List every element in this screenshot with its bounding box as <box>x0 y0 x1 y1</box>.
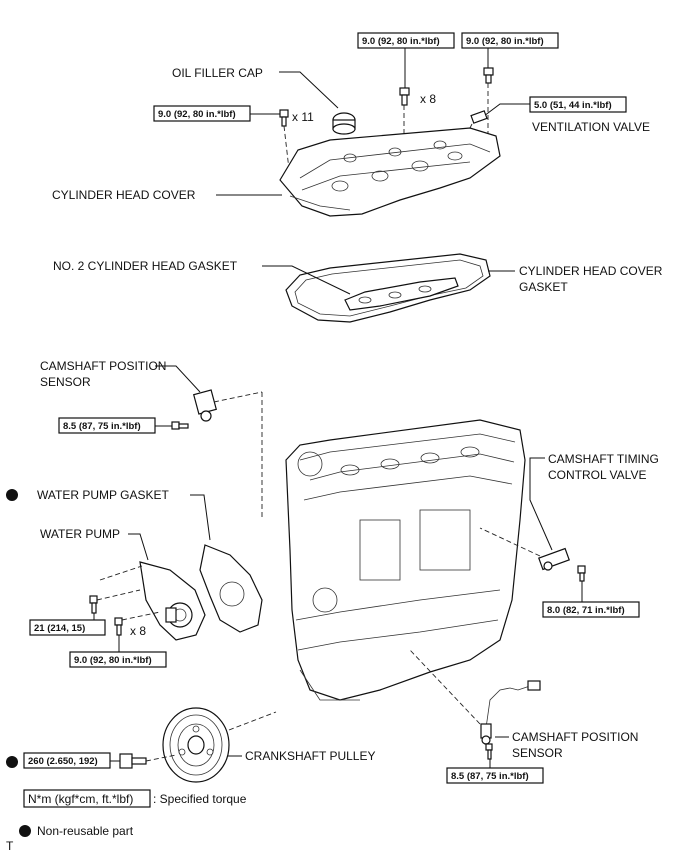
label-cylinder-head-cover: CYLINDER HEAD COVER <box>52 188 196 202</box>
quantity-x11: x 11 <box>292 110 314 124</box>
engine-block-part <box>285 419 526 701</box>
label-water-pump: WATER PUMP <box>40 527 120 541</box>
label-water-pump-gasket: WATER PUMP GASKET <box>37 488 169 502</box>
label-cam-sensor-lower-line1: CAMSHAFT POSITION <box>512 730 638 744</box>
legend-non-reusable: Non-reusable part <box>19 824 134 838</box>
label-cam-sensor-lower-line2: SENSOR <box>512 746 563 760</box>
label-no2-cylinder-head-gasket: NO. 2 CYLINDER HEAD GASKET <box>53 259 238 273</box>
label-crankshaft-pulley: CRANKSHAFT PULLEY <box>245 749 375 763</box>
head-cover-bolt-right <box>483 48 494 140</box>
crank-pulley-bolt <box>119 753 177 769</box>
torque-box-crank-pulley: 260 (2.650, 192) <box>23 752 111 769</box>
svg-text:9.0 (92, 80 in.*lbf): 9.0 (92, 80 in.*lbf) <box>74 655 152 666</box>
torque-box-timing-valve: 8.0 (82, 71 in.*lbf) <box>542 601 640 618</box>
torque-box-ventilation-valve: 5.0 (51, 44 in.*lbf) <box>529 96 627 113</box>
label-head-cover-gasket-line1: CYLINDER HEAD COVER <box>519 264 663 278</box>
svg-text:9.0 (92, 80 in.*lbf): 9.0 (92, 80 in.*lbf) <box>466 36 544 47</box>
torque-box-cam-sensor-lower: 8.5 (87, 75 in.*lbf) <box>446 767 544 784</box>
svg-text:N*m (kgf*cm, ft.*lbf): N*m (kgf*cm, ft.*lbf) <box>28 792 133 806</box>
oil-filler-cap-part <box>332 112 356 135</box>
timing-valve-bolt <box>577 565 586 582</box>
crankshaft-pulley-part <box>162 707 230 783</box>
water-pump-bolt-a <box>89 589 141 614</box>
cylinder-head-cover-part <box>279 127 501 217</box>
label-cam-sensor-upper-line2: SENSOR <box>40 375 91 389</box>
water-pump-part <box>139 561 206 641</box>
svg-text:9.0 (92, 80 in.*lbf): 9.0 (92, 80 in.*lbf) <box>362 36 440 47</box>
svg-text:8.5 (87, 75 in.*lbf): 8.5 (87, 75 in.*lbf) <box>451 771 529 782</box>
label-ventilation-valve: VENTILATION VALVE <box>532 120 650 134</box>
no2-cylinder-head-gasket-part <box>344 277 459 311</box>
non-reusable-mark-water-pump-gasket <box>6 489 18 501</box>
cam-sensor-upper-bolt <box>171 421 189 430</box>
figure-tag: T <box>6 839 14 853</box>
torque-box-water-pump-b: 9.0 (92, 80 in.*lbf) <box>69 651 167 668</box>
svg-text:Non-reusable part: Non-reusable part <box>37 824 134 838</box>
svg-text:8.5 (87, 75 in.*lbf): 8.5 (87, 75 in.*lbf) <box>63 421 141 432</box>
torque-box-cam-sensor-upper: 8.5 (87, 75 in.*lbf) <box>58 417 156 434</box>
water-pump-gasket-part <box>199 544 263 633</box>
label-cam-sensor-upper-line1: CAMSHAFT POSITION <box>40 359 166 373</box>
svg-text:: Specified torque: : Specified torque <box>153 792 247 806</box>
non-reusable-mark-crank-pulley-bolt <box>6 756 18 768</box>
svg-text:9.0 (92, 80 in.*lbf): 9.0 (92, 80 in.*lbf) <box>158 109 236 120</box>
torque-box-head-cover-center: 9.0 (92, 80 in.*lbf) <box>357 32 455 49</box>
label-head-cover-gasket-line2: GASKET <box>519 280 568 294</box>
torque-box-water-pump-a: 21 (214, 15) <box>29 619 106 636</box>
cam-sensor-lower-bolt <box>485 743 493 760</box>
label-timing-valve-line1: CAMSHAFT TIMING <box>548 452 659 466</box>
non-reusable-legend-mark <box>19 825 31 837</box>
legend-torque: N*m (kgf*cm, ft.*lbf) : Specified torque <box>23 789 247 808</box>
svg-text:260 (2.650, 192): 260 (2.650, 192) <box>28 756 98 767</box>
svg-text:21 (214, 15): 21 (214, 15) <box>34 623 85 634</box>
quantity-x8-pump: x 8 <box>130 624 146 638</box>
label-oil-filler-cap: OIL FILLER CAP <box>172 66 263 80</box>
label-timing-valve-line2: CONTROL VALVE <box>548 468 646 482</box>
head-cover-bolt-center <box>399 48 410 160</box>
svg-text:8.0 (82, 71 in.*lbf): 8.0 (82, 71 in.*lbf) <box>547 605 625 616</box>
quantity-x8-top: x 8 <box>420 92 436 106</box>
torque-box-head-cover-left: 9.0 (92, 80 in.*lbf) <box>153 105 251 122</box>
timing-control-valve-part <box>479 527 570 571</box>
cam-sensor-upper-part <box>192 389 263 422</box>
cam-sensor-lower-part <box>480 680 541 745</box>
torque-box-head-cover-right: 9.0 (92, 80 in.*lbf) <box>461 32 559 49</box>
svg-text:5.0 (51, 44 in.*lbf): 5.0 (51, 44 in.*lbf) <box>534 100 612 111</box>
